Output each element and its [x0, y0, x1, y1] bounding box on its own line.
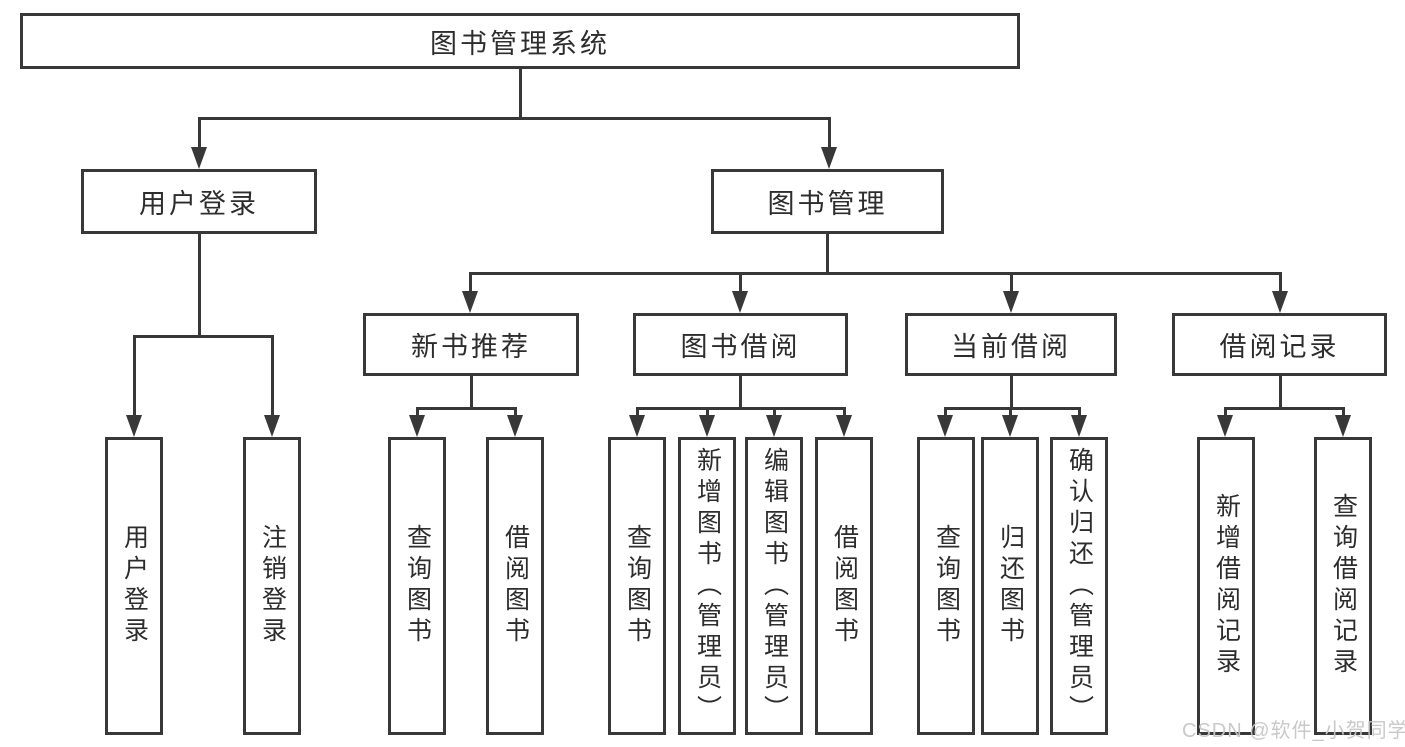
connector-line: [519, 69, 522, 120]
node-label: 用户登录: [139, 189, 259, 219]
leaf-borrow-books: 借阅图书: [815, 437, 873, 735]
connector-line: [1224, 407, 1227, 419]
leaf-logout: 注销登录: [243, 437, 301, 735]
leaf-user-login: 用户登录: [105, 437, 163, 735]
connector-line: [271, 335, 274, 419]
connector-line: [514, 407, 517, 419]
leaf-label: 查询借阅记录: [1329, 493, 1358, 679]
leaf-return-books: 归还图书: [981, 437, 1039, 735]
leaf-add-borrow-record: 新增借阅记录: [1197, 437, 1255, 735]
connector-line: [944, 407, 1081, 410]
connector-line: [739, 272, 742, 295]
leaf-borrow-books-recommend: 借阅图书: [486, 437, 544, 735]
connector-line: [706, 407, 709, 419]
connector-arrow-down: [836, 415, 852, 437]
connector-arrow-down: [462, 291, 478, 313]
connector-arrow-down: [699, 415, 715, 437]
connector-line: [416, 407, 517, 410]
leaf-label: 确认归还（管理员）: [1065, 446, 1094, 726]
connector-line: [739, 376, 742, 409]
node-label: 当前借阅: [951, 332, 1071, 362]
connector-arrow-down: [191, 147, 207, 169]
connector-arrow-down: [937, 415, 953, 437]
node-current-borrowing: 当前借阅: [905, 313, 1117, 376]
connector-line: [1342, 407, 1345, 419]
connector-line: [133, 335, 274, 338]
connector-arrow-down: [1272, 291, 1288, 313]
connector-line: [198, 234, 201, 338]
connector-line: [198, 117, 831, 120]
connector-arrow-down: [1003, 291, 1019, 313]
node-label: 图书管理系统: [430, 28, 610, 59]
connector-line: [470, 376, 473, 409]
connector-line: [1279, 376, 1282, 409]
connector-arrow-down: [1071, 415, 1087, 437]
connector-line: [1224, 407, 1345, 410]
connector-arrow-down: [766, 415, 782, 437]
node-book-management: 图书管理: [711, 169, 944, 234]
connector-line: [1009, 407, 1012, 419]
leaf-query-books-borrowing: 查询图书: [608, 437, 666, 735]
connector-line: [826, 234, 829, 275]
connector-line: [944, 407, 947, 419]
leaf-query-books-current: 查询图书: [917, 437, 975, 735]
leaf-label: 借阅图书: [501, 524, 530, 648]
leaf-label: 查询图书: [932, 524, 961, 648]
connector-arrow-down: [1217, 415, 1233, 437]
connector-arrow-down: [629, 415, 645, 437]
leaf-label: 新增图书（管理员）: [693, 446, 722, 726]
leaf-label: 查询图书: [403, 524, 432, 648]
connector-arrow-down: [409, 415, 425, 437]
connector-line: [843, 407, 846, 419]
leaf-label: 归还图书: [996, 524, 1025, 648]
csdn-watermark: CSDN @软件_小贺同学: [1182, 720, 1405, 742]
node-label: 新书推荐: [411, 332, 531, 362]
connector-arrow-down: [1335, 415, 1351, 437]
node-label: 图书管理: [767, 189, 888, 219]
connector-line: [469, 272, 1282, 275]
node-user-login: 用户登录: [81, 169, 317, 234]
leaf-add-books-admin: 新增图书（管理员）: [678, 437, 736, 735]
leaf-confirm-return-admin: 确认归还（管理员）: [1050, 437, 1108, 735]
leaf-label: 新增借阅记录: [1212, 493, 1241, 679]
connector-line: [469, 272, 472, 295]
connector-arrow-down: [126, 415, 142, 437]
leaf-label: 查询图书: [623, 524, 652, 648]
connector-line: [1010, 272, 1013, 295]
connector-line: [416, 407, 419, 419]
node-library-system: 图书管理系统: [20, 13, 1020, 69]
leaf-query-borrow-record: 查询借阅记录: [1314, 437, 1372, 735]
connector-line: [133, 335, 136, 419]
connector-line: [1010, 376, 1013, 409]
leaf-label: 用户登录: [120, 524, 149, 648]
leaf-label: 编辑图书（管理员）: [760, 446, 789, 726]
connector-arrow-down: [821, 147, 837, 169]
leaf-label: 注销登录: [258, 524, 287, 648]
connector-line: [636, 407, 639, 419]
leaf-edit-books-admin: 编辑图书（管理员）: [745, 437, 803, 735]
connector-line: [636, 407, 846, 410]
leaf-query-books-recommend: 查询图书: [388, 437, 446, 735]
node-label: 图书借阅: [680, 332, 801, 362]
leaf-label: 借阅图书: [830, 524, 859, 648]
connector-arrow-down: [507, 415, 523, 437]
node-book-borrowing: 图书借阅: [633, 313, 848, 376]
connector-line: [828, 117, 831, 154]
connector-line: [773, 407, 776, 419]
connector-arrow-down: [732, 291, 748, 313]
connector-line: [1279, 272, 1282, 295]
node-label: 借阅记录: [1219, 332, 1340, 362]
connector-arrow-down: [1002, 415, 1018, 437]
connector-arrow-down: [264, 415, 280, 437]
connector-line: [1078, 407, 1081, 419]
node-borrowing-records: 借阅记录: [1172, 313, 1387, 376]
connector-line: [198, 117, 201, 154]
node-new-book-recommend: 新书推荐: [363, 313, 579, 376]
